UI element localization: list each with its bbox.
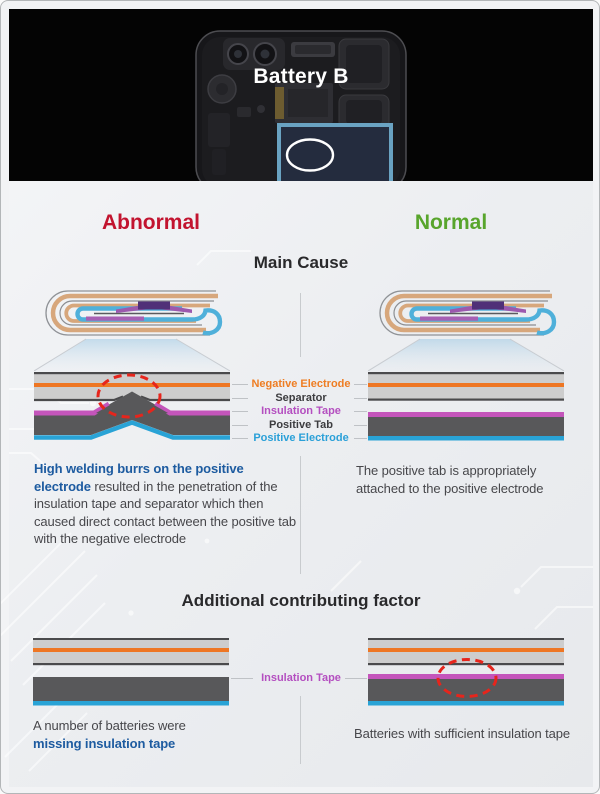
inspection-ellipse [285, 138, 335, 172]
abnormal-header: Abnormal [101, 211, 200, 234]
label-connector [354, 411, 367, 412]
label-connector [232, 424, 248, 426]
label-connector [231, 678, 253, 679]
defect-highlight-ellipse [96, 373, 162, 419]
phone-internals-image [195, 30, 407, 181]
label-connector [354, 384, 367, 385]
label-connector [232, 397, 248, 399]
abnormal-additional-caption-plain: A number of batteries were [33, 718, 186, 733]
insulation-tape-label: Insulation Tape [261, 672, 341, 684]
layer-diagram-missing-tape [33, 638, 229, 706]
label-connector [232, 384, 248, 385]
abnormal-main-caption-rest: resulted in the penetration of the insul… [34, 478, 297, 547]
column-divider-bottom [300, 696, 301, 764]
hero-panel: Battery B [9, 9, 593, 181]
normal-main-caption: The positive tab is appropriately attach… [356, 463, 544, 496]
normal-header: Normal [414, 211, 488, 234]
abnormal-additional-caption: A number of batteries were missing insul… [33, 717, 283, 752]
tape-highlight-ellipse [436, 658, 498, 698]
additional-factor-title: Additional contributing factor [181, 591, 421, 610]
layer-diagram-sufficient-tape [368, 638, 564, 706]
normal-additional-caption: Batteries with sufficient insulation tap… [354, 726, 571, 741]
layer-label-positive-tab: Positive Tab [269, 418, 333, 431]
jelly-roll-diagram-normal [368, 290, 564, 371]
hero-title: Battery B [253, 65, 349, 88]
main-cause-title: Main Cause [253, 253, 349, 272]
layer-label-positive-electrode: Positive Electrode [253, 432, 349, 444]
jelly-roll-diagram-abnormal [34, 290, 230, 371]
label-connector [354, 397, 367, 399]
label-connector [232, 411, 248, 412]
column-divider-top [300, 293, 301, 357]
layer-label-insulation-tape: Insulation Tape [261, 405, 341, 417]
label-connector [354, 424, 367, 426]
label-connector [232, 438, 248, 439]
abnormal-main-caption: High welding burrs on the positive elect… [34, 460, 302, 548]
battery-outline-box [277, 123, 393, 181]
layer-diagram-abnormal [34, 372, 230, 440]
abnormal-additional-caption-highlight: missing insulation tape [33, 735, 176, 751]
label-connector [345, 678, 367, 679]
label-connector [354, 438, 367, 439]
abnormal-main-caption-highlight: High welding burrs on the positive elect… [34, 461, 244, 494]
column-divider-middle [300, 456, 301, 574]
layer-label-negative-electrode: Negative Electrode [251, 378, 351, 390]
layer-label-separator: Separator [275, 391, 327, 404]
layer-diagram-normal [368, 372, 564, 441]
